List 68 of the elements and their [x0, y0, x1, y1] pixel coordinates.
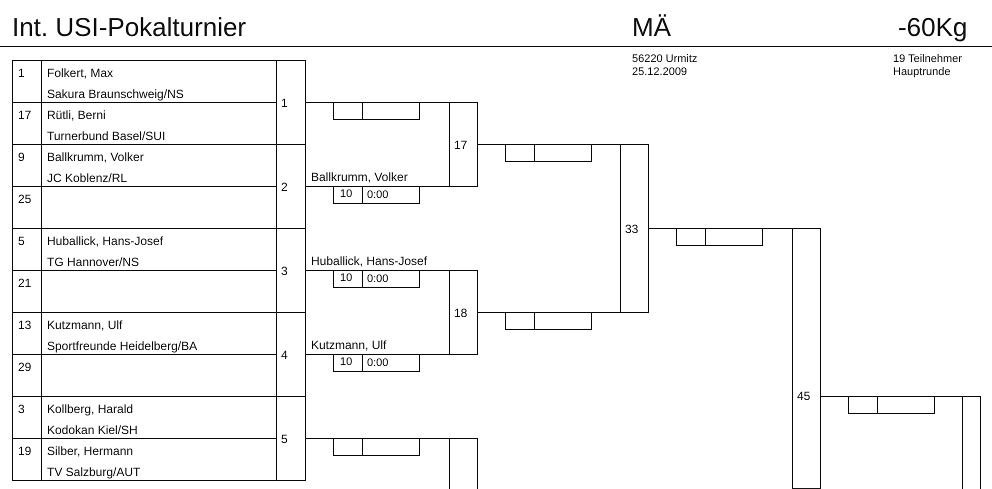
- bracket-line: [476, 144, 620, 145]
- bout-number: 18: [454, 306, 468, 320]
- participant-count: 19 Teilnehmer: [893, 52, 962, 67]
- athlete-name: Folkert, Max: [47, 66, 114, 80]
- athlete-name: Ballkrumm, Volker: [47, 150, 144, 164]
- time-value: 0:00: [367, 272, 388, 286]
- club-name: TG Hannover/NS: [47, 255, 140, 269]
- round-name: Hauptrunde: [893, 65, 950, 80]
- bout-box: [449, 270, 478, 355]
- bout-box: [449, 102, 478, 187]
- bracket-line: [304, 438, 450, 439]
- bracket-line: [648, 228, 792, 229]
- score-box: [333, 102, 420, 120]
- bout-box: [276, 396, 306, 481]
- bout-number: 5: [281, 432, 288, 446]
- bout-number: 33: [625, 222, 638, 236]
- bracket-line: [304, 102, 450, 103]
- bracket-line: [476, 312, 620, 313]
- club-name: Sakura Braunschweig/NS: [47, 87, 184, 101]
- score-box: [333, 270, 420, 288]
- score-value: 10: [334, 187, 363, 203]
- venue-text: 56220 Urmitz: [632, 52, 698, 67]
- time-value: 0:00: [367, 356, 388, 370]
- bout-number: 3: [281, 264, 288, 278]
- bout-box: [620, 144, 649, 313]
- entry-row: [12, 60, 277, 103]
- date-text: 25.12.2009: [632, 65, 688, 80]
- entry-row: [12, 438, 277, 481]
- bracket-line: [304, 270, 450, 271]
- bout-number: 1: [281, 96, 288, 110]
- time-value: 0:00: [367, 188, 388, 202]
- club-name: Turnerbund Basel/SUI: [47, 129, 166, 143]
- athlete-name: Huballick, Hans-Josef: [47, 234, 164, 248]
- score-box: [676, 228, 763, 246]
- winner-name: Ballkrumm, Volker: [311, 170, 408, 184]
- bout-number: 45: [797, 389, 810, 403]
- club-name: Kodokan Kiel/SH: [47, 423, 138, 437]
- score-box: [848, 396, 935, 414]
- winner-name: Huballick, Hans-Josef: [311, 254, 428, 268]
- score-box: [333, 186, 420, 204]
- bout-number: 2: [281, 180, 288, 194]
- athlete-name: Kollberg, Harald: [47, 402, 134, 416]
- bout-box: [962, 396, 981, 489]
- bout-number: 17: [454, 138, 468, 152]
- score-box: [333, 354, 420, 372]
- title: Int. USI-Pokalturnier: [12, 12, 246, 42]
- bracket-line: [304, 354, 450, 355]
- bout-box: [449, 438, 478, 489]
- score-box: [505, 144, 592, 162]
- bout-box: [792, 228, 821, 489]
- score-box: [333, 438, 420, 456]
- bout-box: [276, 60, 306, 145]
- athlete-name: Silber, Hermann: [47, 444, 134, 458]
- bout-number: 4: [281, 348, 288, 362]
- bracket-line: [820, 396, 962, 397]
- athlete-name: Kutzmann, Ulf: [47, 318, 122, 332]
- club-name: TV Salzburg/AUT: [47, 465, 140, 479]
- score-value: 10: [334, 271, 363, 287]
- seed-number: 19: [13, 439, 42, 480]
- athlete-name: Rütli, Berni: [47, 108, 106, 122]
- club-name: Sportfreunde Heidelberg/BA: [47, 339, 198, 353]
- weight-class-label: -60Kg: [898, 12, 968, 42]
- bracket-line: [304, 186, 450, 187]
- club-name: JC Koblenz/RL: [47, 171, 128, 185]
- score-box: [505, 312, 592, 330]
- winner-name: Kutzmann, Ulf: [311, 338, 386, 352]
- score-value: 10: [334, 355, 363, 371]
- category-label: MÄ: [632, 12, 671, 42]
